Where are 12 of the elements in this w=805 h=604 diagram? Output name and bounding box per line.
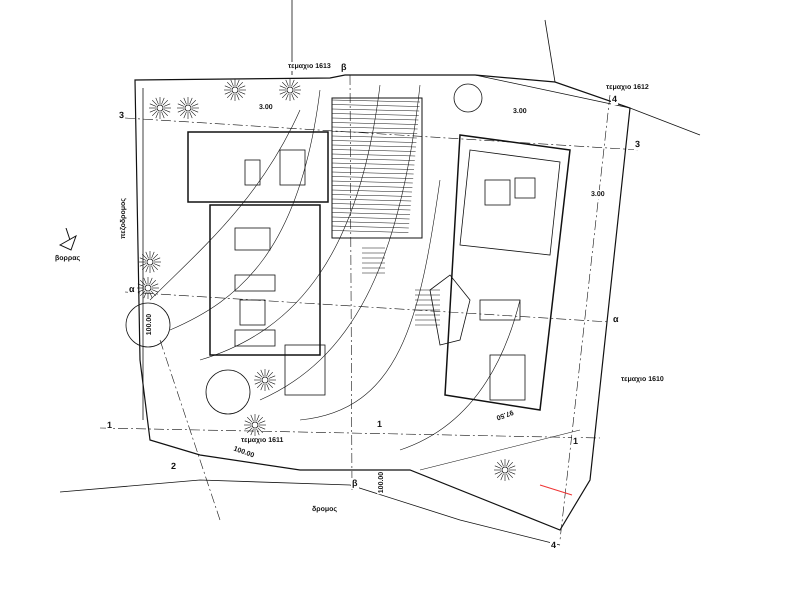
grid-marker: 1 bbox=[572, 436, 580, 447]
grid-marker: α bbox=[612, 314, 620, 325]
grid-marker: β bbox=[340, 62, 348, 73]
grid-marker: 1 bbox=[106, 420, 114, 431]
grid-marker: α bbox=[128, 284, 136, 295]
grid-marker: 4 bbox=[550, 540, 558, 551]
grid-marker: 3 bbox=[634, 139, 642, 150]
grid-marker: 1 bbox=[376, 419, 384, 430]
grid-marker: 4 bbox=[611, 94, 618, 105]
grid-marker: β bbox=[351, 478, 358, 489]
grid-marker: 2 bbox=[170, 461, 178, 472]
grid-marker: 3 bbox=[118, 110, 126, 121]
